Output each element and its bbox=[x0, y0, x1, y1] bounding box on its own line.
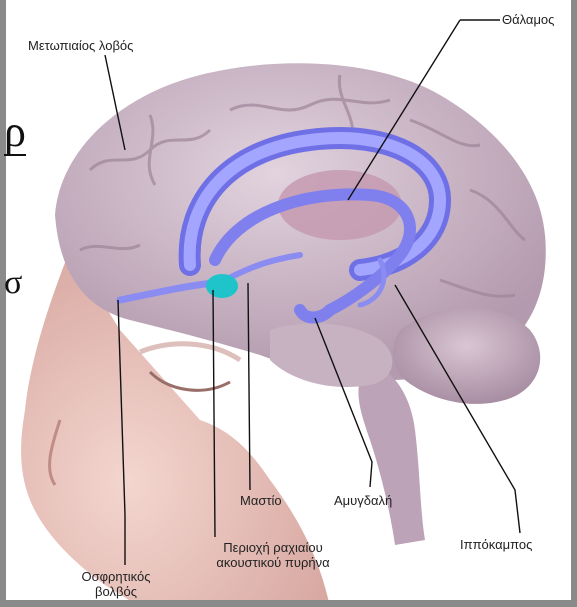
label-region-line2: ακουστικού πυρήνα bbox=[188, 555, 358, 570]
frame-right-edge bbox=[571, 0, 577, 607]
label-olfactory-bulb: Οσφρητικός βολβός bbox=[66, 569, 166, 599]
slide-text-fragment-top: ρ bbox=[4, 110, 26, 156]
dorsal-nucleus-region bbox=[206, 274, 238, 298]
frame-bottom-edge bbox=[0, 600, 577, 607]
label-olfactory-line1: Οσφρητικός bbox=[66, 569, 166, 584]
label-olfactory-line2: βολβός bbox=[66, 584, 166, 599]
label-hippocampus: Ιππόκαμπος bbox=[460, 537, 532, 552]
label-thalamus: Θάλαμος bbox=[502, 12, 554, 27]
label-region-line1: Περιοχή ραχιαίου bbox=[188, 540, 358, 555]
label-amygdala: Αμυγδαλή bbox=[334, 493, 392, 508]
label-mammillary: Μαστίο bbox=[240, 493, 282, 508]
label-dorsal-nucleus-region: Περιοχή ραχιαίου ακουστικού πυρήνα bbox=[188, 540, 358, 570]
frame-left-edge bbox=[0, 0, 6, 607]
slide-text-fragment-middle: σ bbox=[4, 265, 22, 301]
cerebellum bbox=[393, 308, 540, 404]
label-frontal-lobe: Μετωπιαίος λοβός bbox=[28, 38, 133, 53]
eyelid-shadow bbox=[140, 344, 240, 360]
